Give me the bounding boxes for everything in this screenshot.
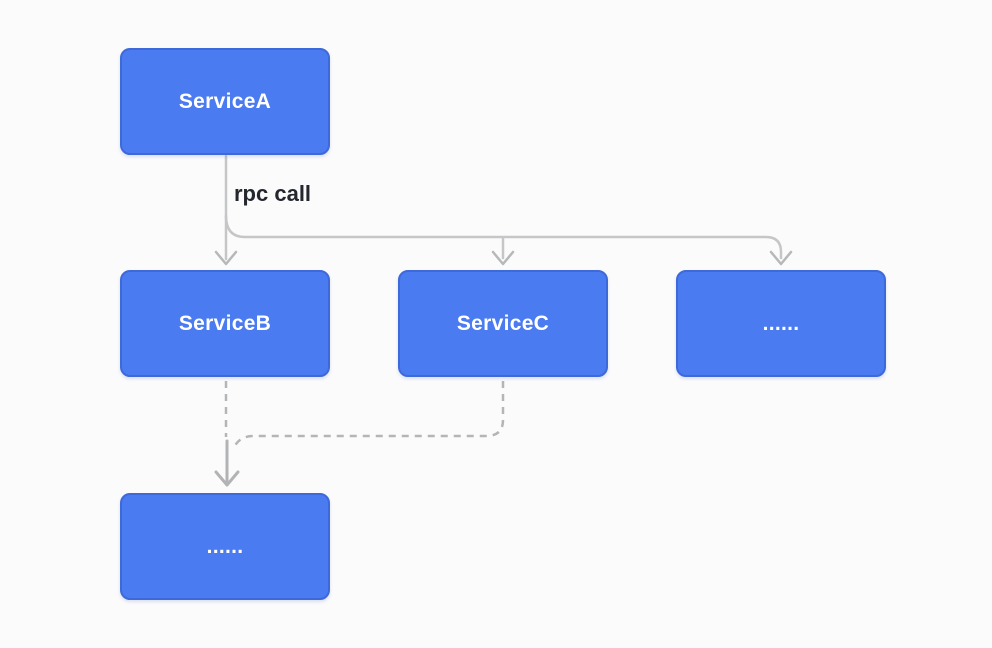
node-service-more: ...... [676,270,886,377]
arrowhead-to-downstream-icon [214,470,240,487]
node-label: ServiceA [178,89,272,113]
node-service-c: ServiceC [398,270,608,377]
arrowhead-to-service-c-icon [491,250,515,266]
edge-label-rpc-call: rpc call [234,181,312,206]
node-label: ...... [762,311,800,335]
node-label: ServiceC [456,311,550,335]
arrowhead-to-service-more-icon [769,250,793,266]
node-service-b: ServiceB [120,270,330,377]
edge-a-branch-line [224,214,783,260]
node-label: ...... [206,534,244,558]
node-service-a: ServiceA [120,48,330,155]
node-label: ServiceB [178,311,272,335]
edge-c-dashed-line [231,381,505,450]
node-downstream-more: ...... [120,493,330,600]
arrowhead-to-service-b-icon [214,250,238,266]
